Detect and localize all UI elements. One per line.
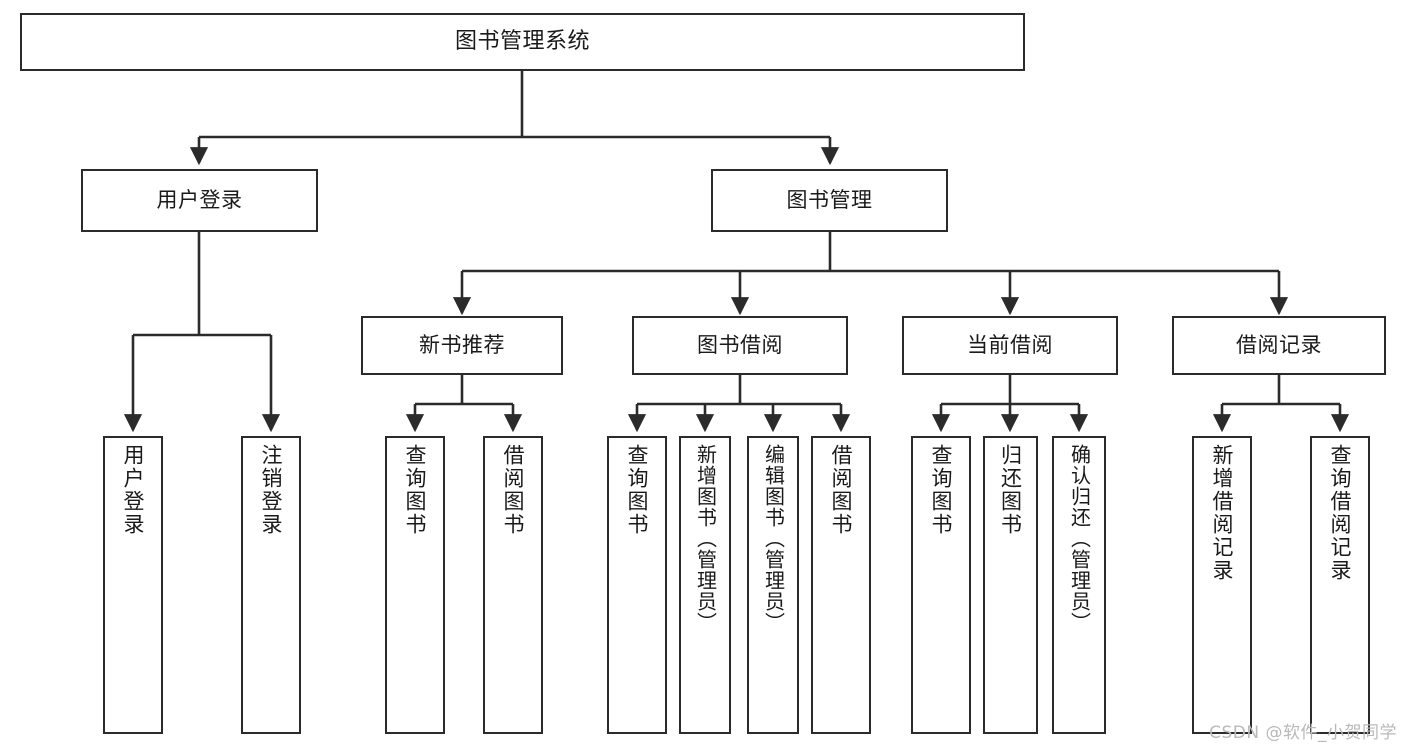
node-leaf-query-book-rec[interactable]: 查询图书 [385, 436, 445, 734]
node-leaf-add-borrow-record[interactable]: 新增借阅记录 [1192, 436, 1252, 734]
node-leaf-query-borrow-record[interactable]: 查询借阅记录 [1310, 436, 1370, 734]
node-leaf-add-book-admin-label: 新增图书（管理员） [693, 444, 718, 633]
node-leaf-add-book-admin[interactable]: 新增图书（管理员） [679, 436, 731, 734]
node-leaf-return-book[interactable]: 归还图书 [983, 436, 1038, 734]
node-leaf-query-book-borrow[interactable]: 查询图书 [607, 436, 667, 734]
node-root-system-label: 图书管理系统 [454, 29, 590, 55]
node-root-system[interactable]: 图书管理系统 [20, 13, 1025, 71]
node-user-login-label: 用户登录 [156, 188, 243, 213]
node-leaf-borrow-book-rec-label: 借阅图书 [501, 444, 526, 536]
node-new-book-recommend-label: 新书推荐 [419, 333, 505, 358]
node-leaf-query-book-rec-label: 查询图书 [403, 444, 428, 536]
node-borrow-record-label: 借阅记录 [1236, 333, 1322, 358]
node-leaf-add-borrow-record-label: 新增借阅记录 [1210, 444, 1235, 582]
node-leaf-borrow-book[interactable]: 借阅图书 [811, 436, 871, 734]
node-leaf-user-login-label: 用户登录 [121, 444, 146, 536]
node-leaf-confirm-return-admin[interactable]: 确认归还（管理员） [1052, 436, 1106, 734]
node-leaf-logout-label: 注销登录 [259, 444, 284, 536]
node-leaf-query-book-current-label: 查询图书 [929, 444, 954, 536]
node-current-borrow[interactable]: 当前借阅 [902, 316, 1118, 375]
node-book-manage[interactable]: 图书管理 [711, 169, 948, 232]
node-leaf-confirm-return-admin-label: 确认归还（管理员） [1067, 444, 1092, 633]
node-leaf-edit-book-admin-label: 编辑图书（管理员） [761, 444, 786, 633]
node-new-book-recommend[interactable]: 新书推荐 [361, 316, 563, 375]
node-leaf-borrow-book-label: 借阅图书 [829, 444, 854, 536]
node-leaf-user-login[interactable]: 用户登录 [103, 436, 163, 734]
node-book-borrow[interactable]: 图书借阅 [632, 316, 848, 375]
node-leaf-query-book-borrow-label: 查询图书 [625, 444, 650, 536]
node-leaf-borrow-book-rec[interactable]: 借阅图书 [483, 436, 543, 734]
node-leaf-query-borrow-record-label: 查询借阅记录 [1328, 444, 1353, 582]
node-leaf-query-book-current[interactable]: 查询图书 [911, 436, 971, 734]
node-leaf-return-book-label: 归还图书 [998, 444, 1023, 536]
node-book-borrow-label: 图书借阅 [697, 333, 783, 358]
node-borrow-record[interactable]: 借阅记录 [1172, 316, 1386, 375]
node-leaf-edit-book-admin[interactable]: 编辑图书（管理员） [747, 436, 799, 734]
node-book-manage-label: 图书管理 [786, 188, 873, 213]
node-user-login[interactable]: 用户登录 [81, 169, 318, 232]
node-current-borrow-label: 当前借阅 [967, 333, 1053, 358]
node-leaf-logout[interactable]: 注销登录 [241, 436, 301, 734]
csdn-watermark: CSDN @软件_小贺同学 [1209, 723, 1397, 743]
